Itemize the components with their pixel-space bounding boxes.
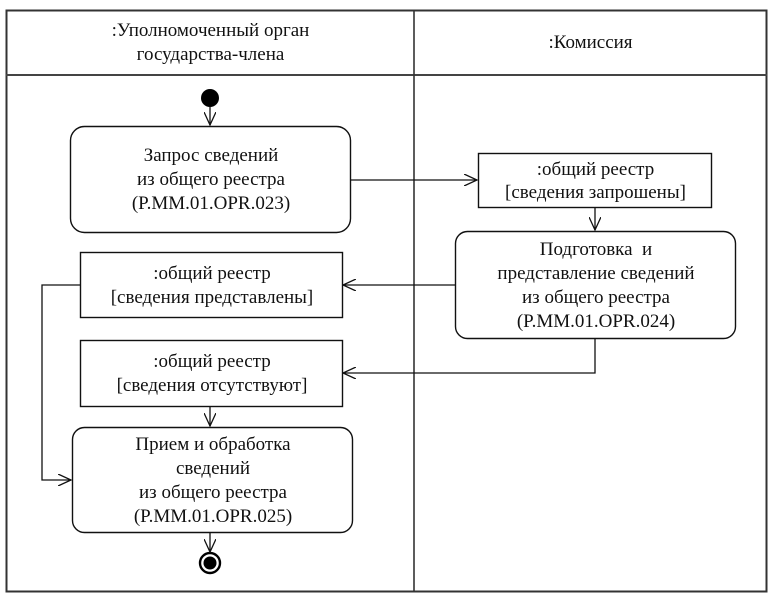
swimlane-title-line: :Комиссия bbox=[548, 32, 633, 53]
label-line: :общий реестр bbox=[153, 262, 271, 284]
label-line: :общий реестр bbox=[153, 351, 271, 372]
object-registry-requested-label: :общий реестр [сведения запрошены] bbox=[479, 154, 712, 208]
action-prepare-info[interactable] bbox=[454, 230, 737, 340]
action-request-info-label: Запрос сведений из общего реестра (P.MM.… bbox=[71, 127, 351, 233]
label-line: сведений bbox=[175, 457, 251, 479]
swimlane-header-commission: :Комиссия bbox=[415, 12, 766, 74]
label-line: (P.MM.01.OPR.023) bbox=[131, 193, 291, 214]
label-line: :общий реестр bbox=[536, 159, 655, 180]
object-registry-requested[interactable] bbox=[477, 152, 713, 209]
action-request-info[interactable] bbox=[69, 125, 352, 234]
label-line: Подготовка и bbox=[539, 238, 653, 260]
label-line: представление сведений bbox=[497, 262, 695, 284]
object-registry-absent-label: :общий реестр [сведения отсутствуют] bbox=[81, 341, 343, 407]
label-line: [сведения представлены] bbox=[110, 286, 314, 308]
final-node-core bbox=[203, 556, 217, 570]
action-prepare-info-label: Подготовка и представление сведений из о… bbox=[456, 232, 736, 339]
swimlane-title-line: государства-члена bbox=[136, 44, 285, 65]
swimlane-header-member-state: :Уполномоченный орган государства-члена bbox=[8, 12, 413, 74]
label-line: (P.MM.01.OPR.024) bbox=[516, 310, 676, 332]
label-line: [сведения отсутствуют] bbox=[116, 375, 308, 396]
label-line: Запрос сведений bbox=[143, 145, 279, 166]
label-line: Прием и обработка bbox=[135, 433, 291, 455]
object-registry-provided-label: :общий реестр [сведения представлены] bbox=[81, 253, 343, 318]
label-line: из общего реестра bbox=[522, 286, 670, 308]
label-line: (P.MM.01.OPR.025) bbox=[133, 505, 293, 527]
swimlane-title-line: :Уполномоченный орган bbox=[111, 20, 310, 41]
flow-prepare-to-absent bbox=[343, 339, 596, 373]
label-line: из общего реестра bbox=[137, 169, 285, 190]
initial-node[interactable] bbox=[201, 89, 219, 107]
object-registry-absent[interactable] bbox=[79, 339, 344, 408]
action-receive-info-label: Прием и обработка сведений из общего рее… bbox=[73, 428, 353, 533]
flow-provided-to-receive bbox=[41, 284, 80, 480]
label-line: из общего реестра bbox=[139, 481, 287, 503]
action-receive-info[interactable] bbox=[71, 426, 354, 534]
label-line: [сведения запрошены] bbox=[505, 182, 686, 203]
